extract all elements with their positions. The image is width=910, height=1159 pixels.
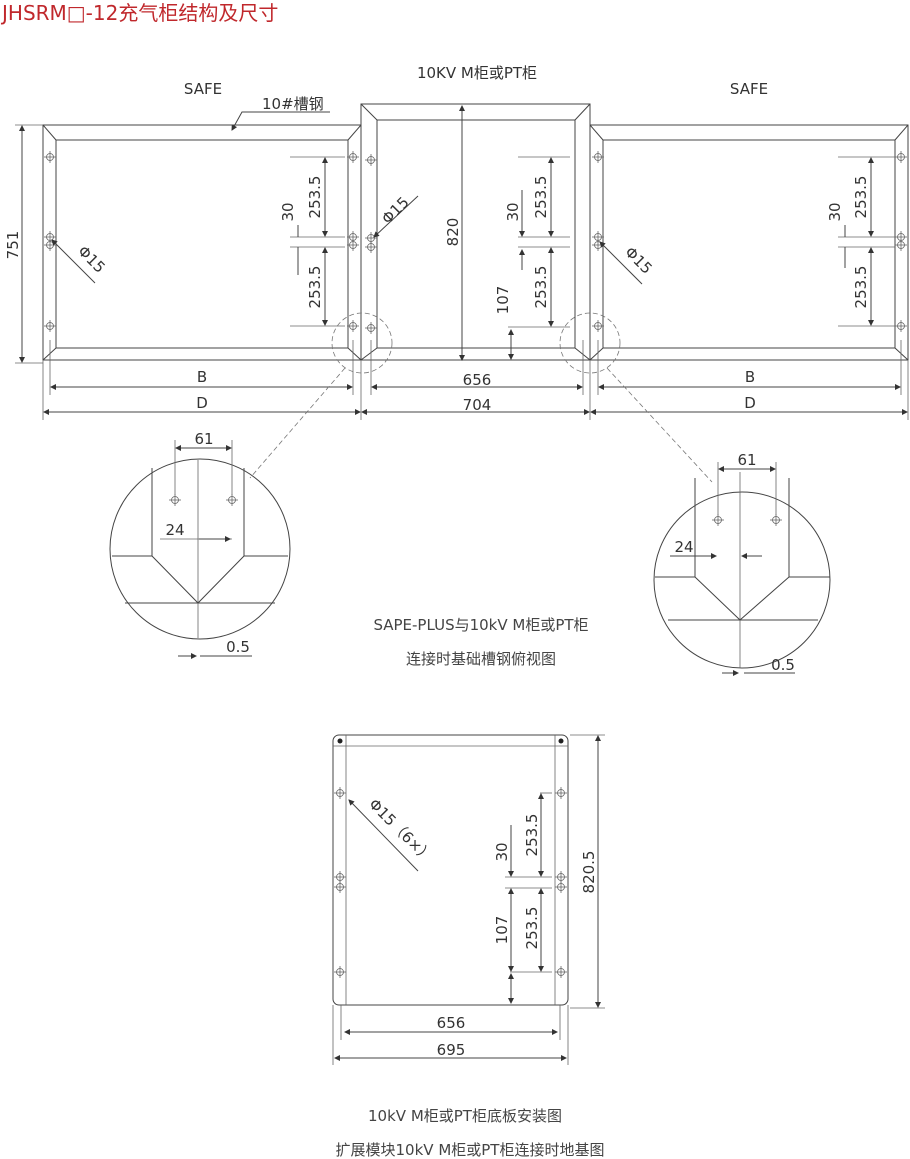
base-plate-drawing: Φ15（6×） 30 253.5 253.5 107 820.5 656 695 [332, 734, 605, 1065]
left-safe-frame [42, 124, 362, 361]
base-dim-107: 107 [493, 916, 511, 945]
base-hole-label: Φ15（6×） [365, 795, 436, 866]
dim-107: 107 [494, 286, 512, 315]
page-title: JHSRM□-12充气柜结构及尺寸 [0, 1, 278, 25]
base-caption-1: 10kV M柜或PT柜底板安装图 [368, 1107, 562, 1125]
hole-diameter-left: Φ15 [74, 242, 109, 277]
dim-30: 30 [826, 202, 844, 221]
center-cabinet-frame [360, 103, 591, 361]
dim-253-5: 253.5 [532, 176, 550, 219]
right-panel-dims: 30 253.5 253.5 [826, 156, 895, 327]
detail-caption-2: 连接时基础槽钢俯视图 [406, 650, 556, 668]
dim-704: 704 [463, 396, 492, 414]
dim-D-left: D [196, 394, 208, 412]
dim-253-5: 253.5 [532, 266, 550, 309]
base-dim-30: 30 [493, 842, 511, 861]
detail-gap-0-5: 0.5 [226, 638, 250, 656]
dim-B-right: B [745, 368, 755, 386]
base-dim-253-5: 253.5 [523, 907, 541, 950]
base-dim-820-5: 820.5 [580, 851, 598, 894]
dim-253-5: 253.5 [306, 266, 324, 309]
hole-diameter-center: Φ15 [378, 193, 413, 228]
channel-steel-label: 10#槽钢 [262, 95, 324, 113]
dim-253-5: 253.5 [852, 266, 870, 309]
detail-spacing-61: 61 [737, 451, 756, 469]
base-dim-656: 656 [437, 1014, 466, 1032]
detail-spacing-61: 61 [194, 430, 213, 448]
horizontal-dims: B D 656 704 B D [42, 340, 909, 420]
right-safe-frame [589, 124, 909, 361]
dim-656: 656 [463, 371, 492, 389]
detail-caption-1: SAPE-PLUS与10kV M柜或PT柜 [373, 616, 588, 634]
base-dim-253-5: 253.5 [523, 814, 541, 857]
detail-offset-24: 24 [165, 521, 184, 539]
dim-253-5: 253.5 [306, 176, 324, 219]
detail-offset-24: 24 [674, 538, 693, 556]
dim-D-right: D [744, 394, 756, 412]
dim-253-5: 253.5 [852, 176, 870, 219]
center-panel-dims: 30 253.5 253.5 107 [494, 156, 570, 360]
dim-B-left: B [197, 368, 207, 386]
right-cabinet-label: SAFE [730, 80, 768, 98]
left-panel-dims: 30 253.5 253.5 [279, 156, 345, 327]
base-dim-695: 695 [437, 1041, 466, 1059]
center-cabinet-label: 10KV M柜或PT柜 [417, 64, 537, 82]
hole-diameter-right: Φ15 [621, 243, 656, 278]
left-detail-view: 61 24 0.5 [109, 430, 291, 659]
base-caption-2: 扩展模块10kV M柜或PT柜连接时地基图 [336, 1141, 605, 1159]
left-cabinet-label: SAFE [184, 80, 222, 98]
dim-751: 751 [4, 231, 22, 260]
dim-30: 30 [504, 202, 522, 221]
dim-820: 820 [444, 218, 462, 247]
detail-gap-0-5: 0.5 [771, 656, 795, 674]
right-detail-view: 61 24 0.5 [653, 451, 831, 676]
dim-30: 30 [279, 202, 297, 221]
